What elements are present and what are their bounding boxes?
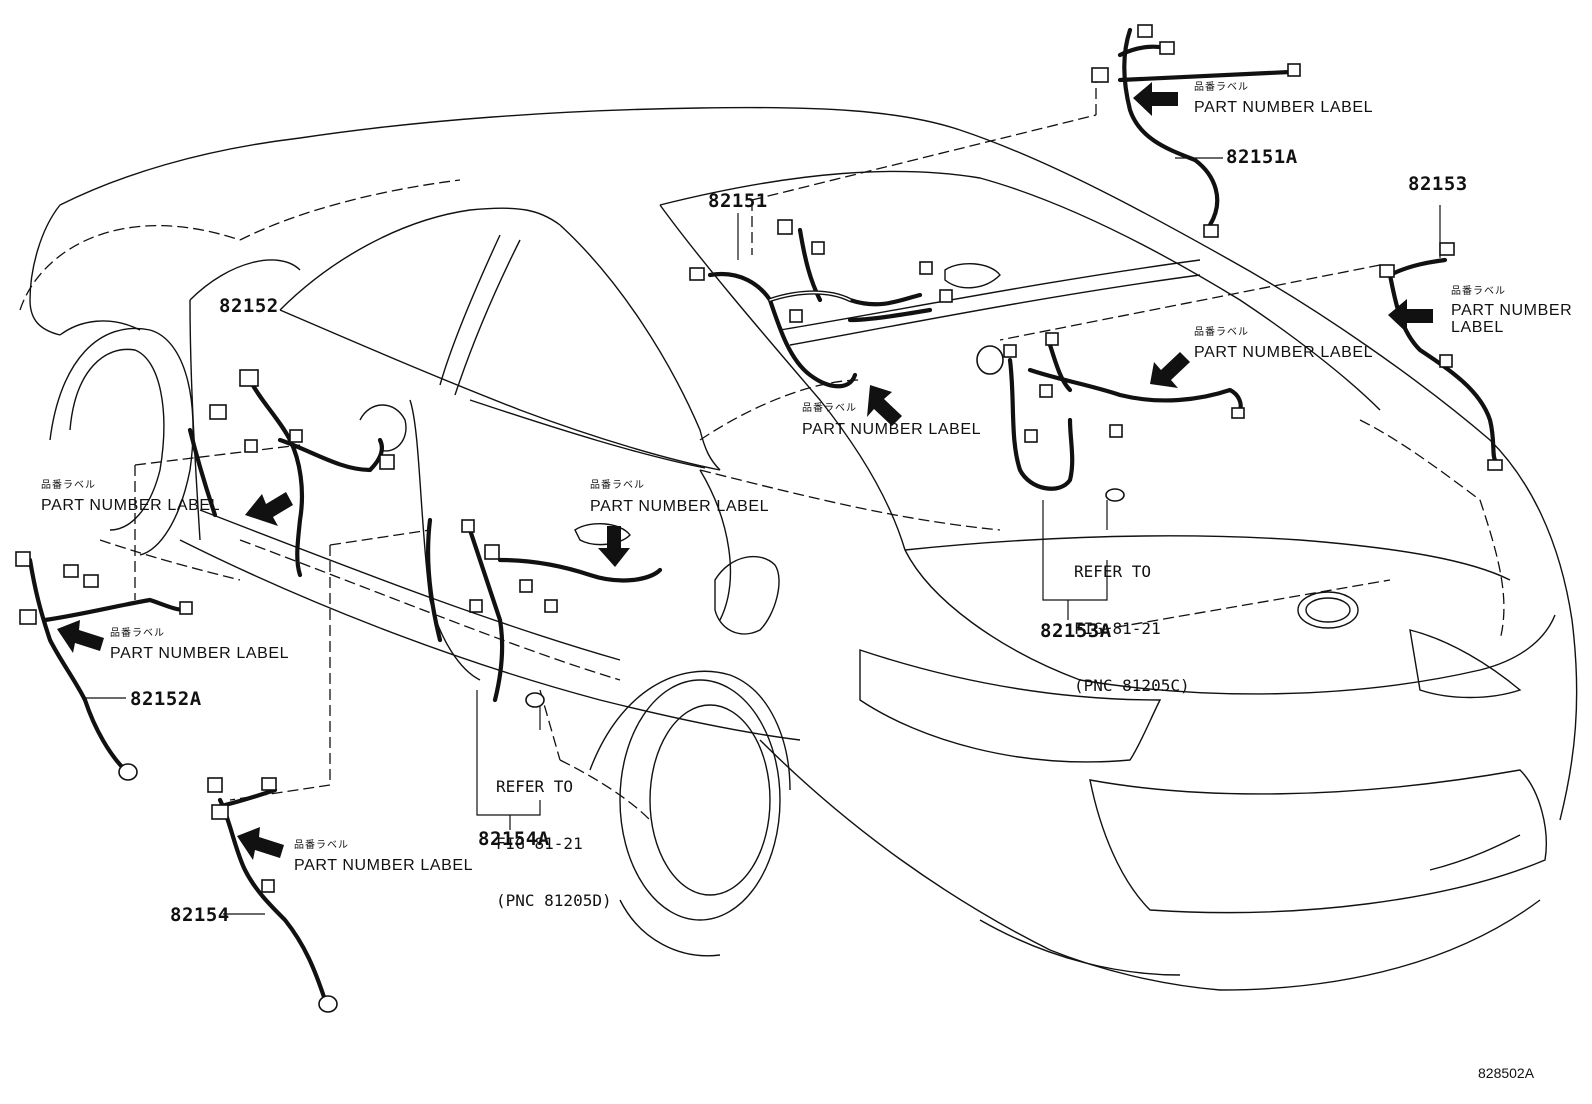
- label-en-82151: PART NUMBER LABEL: [802, 421, 982, 438]
- arrow-icon-82154: [237, 827, 284, 860]
- harness-82153A: [976, 332, 1245, 502]
- arrow-icon-82154A: [598, 526, 630, 567]
- harness-82152: [187, 369, 407, 578]
- harness-82151A: [1091, 24, 1301, 238]
- label-jp-82152A: 品番ラベル: [110, 628, 165, 639]
- arrow-icon-82151: [867, 385, 902, 426]
- car-body-outline: [29, 106, 1578, 991]
- reference-note-81205D: REFER TO FIG 81-21 (PNC 81205D): [496, 739, 612, 929]
- harness-82154: [207, 777, 338, 1013]
- part-number-82153: 82153: [1408, 173, 1468, 195]
- part-number-82154: 82154: [170, 904, 230, 926]
- part-number-82154A: 82154A: [478, 828, 550, 850]
- label-en-82154A: PART NUMBER LABEL: [590, 498, 770, 515]
- label-en-82154: PART NUMBER LABEL: [294, 857, 474, 874]
- reference-line: REFER TO: [496, 777, 574, 796]
- reference-line: FIG 81-21: [496, 834, 583, 853]
- label-en-82151A: PART NUMBER LABEL: [1194, 99, 1374, 116]
- part-number-82151A: 82151A: [1226, 146, 1298, 168]
- label-jp-82153: 品番ラベル: [1451, 286, 1506, 297]
- label-en-82153-line2: LABEL: [1451, 319, 1504, 336]
- label-en-82153A: PART NUMBER LABEL: [1194, 344, 1374, 361]
- label-jp-82152: 品番ラベル: [41, 480, 96, 491]
- reference-line: (PNC 81205D): [496, 891, 612, 910]
- arrow-icon-82152A: [57, 620, 104, 653]
- reference-line: (PNC 81205C): [1074, 676, 1190, 695]
- leader-lines: [82, 75, 1441, 915]
- label-jp-82154: 品番ラベル: [294, 840, 349, 851]
- label-en-82153-line1: PART NUMBER: [1451, 302, 1573, 319]
- label-en-82152: PART NUMBER LABEL: [41, 497, 221, 514]
- part-number-82152: 82152: [219, 295, 279, 317]
- harness-82152A: [15, 551, 193, 781]
- harness-82151: [689, 219, 1001, 389]
- reference-line: FIG 81-21: [1074, 619, 1161, 638]
- arrow-icon-82151A: [1133, 82, 1178, 116]
- reference-line: REFER TO: [1074, 562, 1152, 581]
- arrow-icon-82153A: [1150, 352, 1190, 388]
- arrow-icon-82152: [245, 492, 293, 526]
- harness-82154A: [425, 517, 663, 708]
- hidden-edges: [19, 179, 1505, 821]
- label-jp-82151: 品番ラベル: [802, 403, 857, 414]
- label-en-82152A: PART NUMBER LABEL: [110, 645, 290, 662]
- part-number-82153A: 82153A: [1040, 620, 1112, 642]
- label-jp-82153A: 品番ラベル: [1194, 327, 1249, 338]
- figure-number: 828502A: [1478, 1065, 1535, 1081]
- arrow-icon-82153: [1388, 299, 1433, 333]
- label-jp-82154A: 品番ラベル: [590, 480, 645, 491]
- part-number-82151: 82151: [708, 190, 768, 212]
- label-jp-82151A: 品番ラベル: [1194, 82, 1249, 93]
- reference-note-81205C: REFER TO FIG 81-21 (PNC 81205C): [1074, 524, 1190, 714]
- harness-82153: [1379, 242, 1503, 471]
- part-number-82152A: 82152A: [130, 688, 202, 710]
